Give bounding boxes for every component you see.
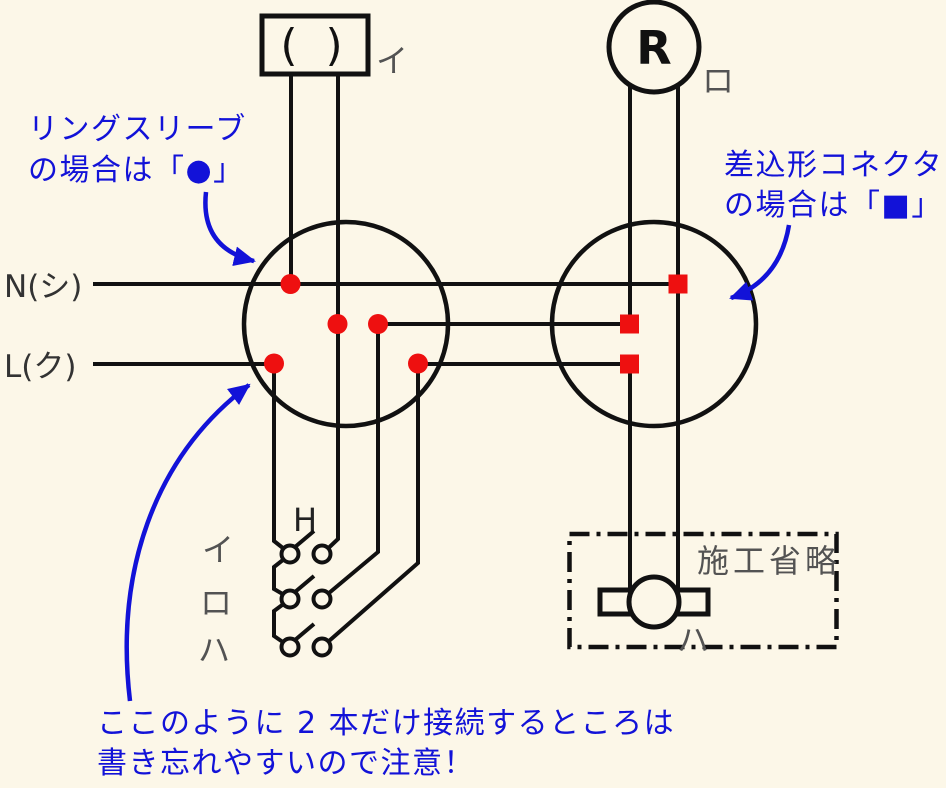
switch-ha-contact-left bbox=[279, 636, 301, 658]
switch-ro-contact-right bbox=[311, 588, 333, 610]
switch-i-contact-right bbox=[311, 543, 333, 565]
two-wire-note-arrow bbox=[124, 383, 251, 702]
ring-sleeve-note-line2: の場合は「●」 bbox=[28, 153, 245, 188]
connector-square-lamp-ha bbox=[620, 354, 639, 374]
live-line-label: L(ク) bbox=[4, 349, 76, 385]
omitted-box bbox=[567, 531, 839, 650]
neutral-line-label: N(シ) bbox=[4, 269, 82, 305]
switch-ha-contact-right bbox=[311, 636, 333, 658]
connector-square-receptacle bbox=[620, 314, 639, 334]
switch-ha-lever bbox=[293, 622, 316, 642]
ring-sleeve-dot-lamp-i-switch-i bbox=[327, 314, 348, 334]
connector-note-line1: 差込形コネクタ bbox=[724, 148, 943, 183]
switch-i-lever bbox=[293, 529, 316, 549]
omitted-box-label: 施工省略 bbox=[697, 542, 841, 580]
switch-ro-lever bbox=[293, 574, 316, 594]
switch-ha-label: ハ bbox=[198, 631, 230, 669]
lamp-i-label: イ bbox=[376, 42, 408, 80]
switch-i-label: イ bbox=[202, 531, 234, 569]
ring-sleeve-note-line1: リングスリーブ bbox=[28, 112, 247, 147]
wire-lamp-i-to-switch-i bbox=[327, 72, 340, 550]
switch-ro-label: ロ bbox=[200, 584, 232, 622]
receptacle-glyph: R bbox=[636, 21, 671, 75]
receptacle-symbol bbox=[606, 0, 702, 95]
connector-arrow bbox=[729, 224, 792, 301]
ring-sleeve-dot-live-switch-common bbox=[264, 353, 284, 374]
wire-switch-common-chain bbox=[272, 364, 285, 645]
connector-square-neutral bbox=[668, 274, 688, 294]
ring-sleeve-arrow bbox=[203, 191, 256, 267]
ring-sleeve-dot-switch-ro bbox=[368, 314, 388, 334]
ring-sleeve-dot-switch-ha bbox=[408, 353, 428, 374]
lamp-i-symbol bbox=[259, 13, 371, 77]
switch-i-contact-left bbox=[279, 543, 301, 565]
lamp-ha-label: ハ bbox=[677, 621, 709, 659]
lamp-i-glyph: ( ) bbox=[280, 20, 349, 71]
connector-note-line2: の場合は「■」 bbox=[724, 188, 943, 223]
switch-ro-contact-left bbox=[279, 588, 301, 610]
ring-sleeve-dot-neutral-lamp-i bbox=[280, 274, 301, 294]
two-wire-note-line2: 書き忘れやすいので注意！ bbox=[97, 746, 475, 781]
wire-switch-ro-riser bbox=[327, 324, 380, 595]
receptacle-label: ロ bbox=[702, 62, 734, 100]
wire-switch-ha-riser bbox=[327, 364, 420, 643]
lamp-ha-symbol bbox=[626, 574, 682, 630]
two-wire-note-line1: ここのように 2 本だけ接続するところは bbox=[97, 706, 675, 741]
